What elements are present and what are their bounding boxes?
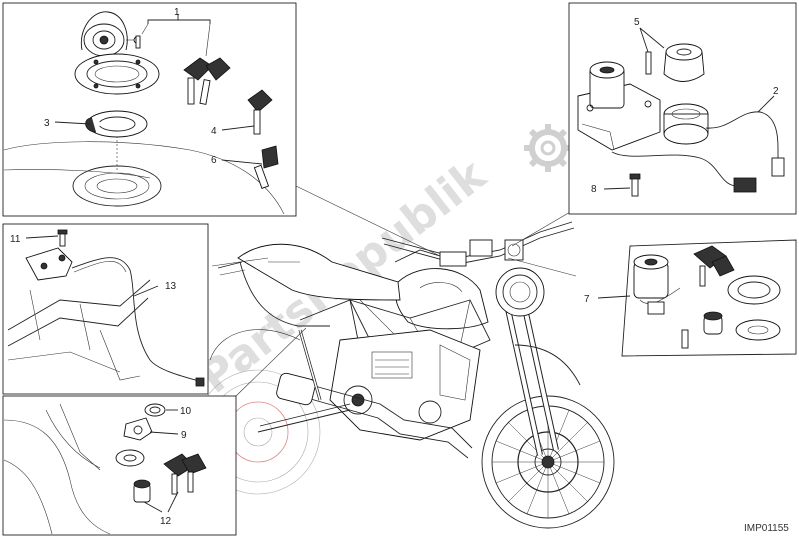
cable-2 [705,111,779,160]
screw-small [135,35,141,49]
lock-cylinder-12 [133,479,151,503]
engine [329,329,481,441]
master-key [253,145,279,189]
main-cable [611,151,741,187]
bracket-9 [123,417,153,441]
motorcycle-illustration [195,221,615,529]
callout-10: 10 [180,406,192,417]
panel-seat-cable: 11 13 [2,223,209,395]
ignition-cap [663,43,705,82]
callout-9: 9 [181,430,187,441]
reference-code: IMP01155 [744,523,789,534]
connector-2 [771,157,785,177]
handlebar [381,221,575,267]
screw-5 [645,51,652,75]
callout-6: 6 [211,155,217,166]
callout-3: 3 [44,118,50,129]
panel-frame [2,2,297,217]
ignition-lock [577,61,661,151]
guide-lines [211,185,578,397]
main-connector [733,177,757,193]
group-bracket [147,19,211,24]
panel-lock-kit: 7 [584,239,797,357]
front-fork [503,294,581,456]
callout-7: 7 [584,294,590,305]
transponder-ring [663,103,709,145]
headlight [495,267,545,317]
gasket-ring [85,110,148,138]
swingarm [257,329,351,433]
panel-ignition-switch: 5 2 8 [568,2,797,215]
panel-frame [2,395,237,536]
fuel-cap [74,11,160,95]
seat-and-tail [217,243,401,327]
key-blank [247,89,273,135]
panel-tank-cap-parts: 10 9 12 [2,395,237,536]
callout-11: 11 [10,234,21,245]
callout-12: 12 [160,516,172,527]
nut-10 [144,403,166,417]
exhaust [276,372,473,459]
panel-frame [2,223,209,395]
seat-lock [25,247,73,281]
keys-pair [183,57,231,105]
panel-fuel-cap-keys: 1 3 4 6 [2,2,297,217]
callout-8: 8 [591,184,597,195]
fuel-tank [395,268,489,330]
watermark-gear-icon [524,124,572,172]
callout-2: 2 [773,86,779,97]
screw-8 [631,177,639,197]
rear-fender [209,329,301,361]
callout-5: 5 [634,17,640,28]
cable-13 [71,257,203,383]
callout-1: 1 [174,7,180,18]
keys-12 [163,453,207,495]
callout-13: 13 [165,281,177,292]
callout-4: 4 [211,126,217,137]
